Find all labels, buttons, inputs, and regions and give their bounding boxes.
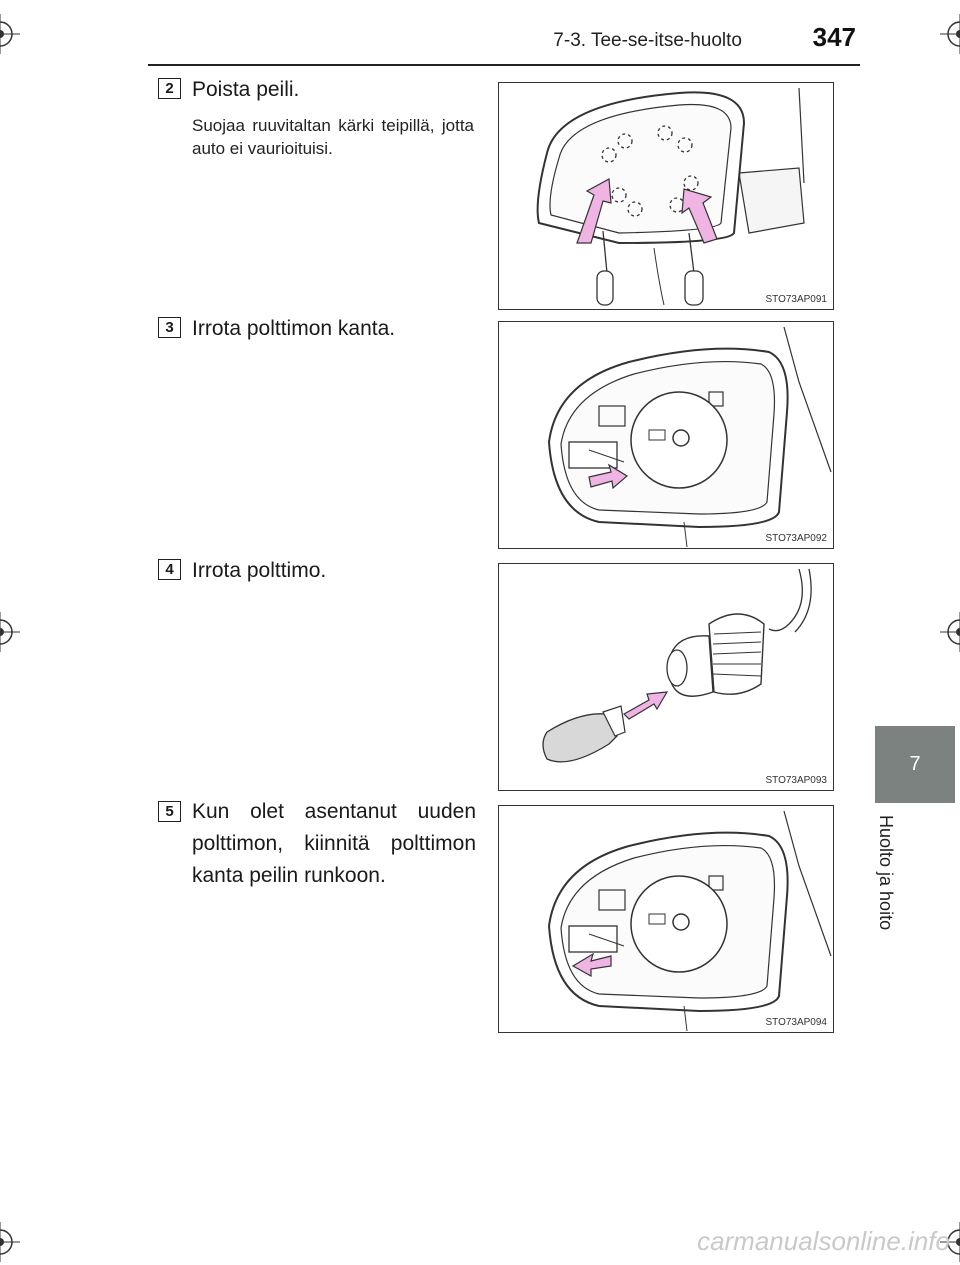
figure-install-socket: STO73AP094 — [498, 805, 834, 1033]
section-title: 7-3. Tee-se-itse-huolto — [553, 30, 742, 51]
registration-mark-bottom-left — [0, 1222, 20, 1262]
chapter-tab: 7 — [875, 726, 955, 803]
registration-mark-top-right — [940, 14, 960, 54]
figure-remove-bulb: STO73AP093 — [498, 563, 834, 791]
step-title-3: Irrota polttimon kanta. — [192, 317, 396, 340]
step-number-2: 2 — [158, 78, 181, 99]
step-title-2: Poista peili. — [192, 78, 300, 101]
page-header: 7-3. Tee-se-itse-huolto 347 — [0, 22, 870, 64]
watermark: carmanualsonline.info — [697, 1226, 950, 1256]
chapter-side-label: Huolto ja hoito — [870, 815, 914, 995]
registration-mark-mid-left — [0, 612, 20, 652]
registration-mark-mid-right — [940, 612, 960, 652]
step-number-4: 4 — [158, 559, 181, 580]
chapter-title: Huolto ja hoito — [876, 815, 896, 931]
step-title-5: Kun olet asentanut uuden polttimon, kiin… — [192, 800, 476, 887]
figure-code-1: STO73AP091 — [765, 294, 827, 305]
chapter-number: 7 — [909, 753, 921, 775]
page-number: 347 — [812, 22, 856, 52]
step-number-5: 5 — [158, 801, 181, 822]
header-rule — [148, 64, 860, 66]
figure-code-3: STO73AP093 — [765, 775, 827, 786]
registration-mark-top-left — [0, 14, 20, 54]
figure-remove-bulb-socket: STO73AP092 — [498, 321, 834, 549]
figure-code-4: STO73AP094 — [765, 1017, 827, 1028]
mirror-removal-illustration — [536, 87, 805, 306]
figure-code-2: STO73AP092 — [765, 533, 827, 544]
bulb-removal-illustration — [542, 568, 812, 763]
step-title-4: Irrota polttimo. — [192, 559, 327, 582]
socket-install-illustration — [547, 810, 832, 1031]
figure-remove-mirror: STO73AP091 — [498, 82, 834, 310]
step-note-2: Suojaa ruuvitaltan kärki teipillä, jotta… — [192, 116, 474, 158]
step-number-3: 3 — [158, 317, 181, 338]
socket-removal-illustration — [547, 326, 832, 547]
registration-mark-bottom-right — [940, 1222, 960, 1262]
